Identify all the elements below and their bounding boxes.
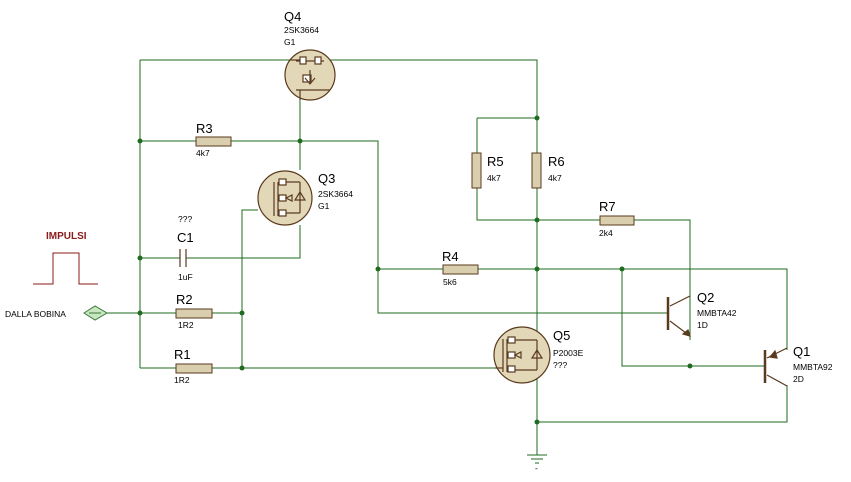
- wires: [107, 59, 788, 455]
- mosfet-q3: Q3 2SK3664 G1: [257, 170, 353, 226]
- junction-dot: [137, 310, 143, 316]
- r3-ref: R3: [196, 121, 213, 136]
- r4-ref: R4: [442, 249, 459, 264]
- r4-value: 5k6: [443, 277, 457, 287]
- resistor-r4: R4 5k6: [442, 249, 479, 287]
- r1-ref: R1: [174, 347, 191, 362]
- junctions: [137, 115, 693, 425]
- q5-part: P2003E: [553, 348, 584, 358]
- resistor-r3: R3 4k7: [195, 121, 232, 158]
- pulse-label: IMPULSI: [46, 231, 87, 242]
- q4-value: G1: [284, 37, 296, 47]
- capacitor-c1: ??? C1 1uF: [177, 214, 194, 282]
- r2-ref: R2: [176, 292, 193, 307]
- junction-dot: [297, 138, 303, 144]
- junction-dot: [239, 365, 245, 371]
- q1-collector: [766, 374, 788, 387]
- resistor-r5: R5 4k7: [471, 152, 504, 189]
- r1-body: [175, 363, 213, 374]
- pulse-waveform-icon: [33, 252, 98, 285]
- mosfet-q5: Q5 P2003E ???: [493, 326, 584, 384]
- resistor-r7: R7 2k4: [599, 199, 635, 238]
- q2-ref: Q2: [697, 290, 714, 305]
- q2-collector: [669, 295, 691, 307]
- q5-diode-icon: [530, 348, 544, 359]
- bjt-q2: Q2 MMBTA42 1D: [666, 290, 737, 337]
- c1-value: 1uF: [178, 272, 193, 282]
- r7-body: [599, 215, 635, 226]
- q5-pin: [507, 365, 516, 373]
- junction-dot: [534, 419, 540, 425]
- q4-pin: [299, 56, 307, 65]
- q3-arrow-icon: [284, 194, 293, 202]
- r3-value: 4k7: [196, 148, 210, 158]
- q3-lead: [286, 181, 301, 214]
- q3-value: G1: [318, 201, 330, 211]
- q3-part: 2SK3664: [318, 189, 353, 199]
- q1-arrow-icon: [768, 349, 778, 359]
- q3-diode-icon: [293, 190, 307, 201]
- q4-pin: [314, 56, 322, 65]
- q1-value: 2D: [793, 374, 804, 384]
- r6-body: [531, 152, 542, 189]
- junction-dot: [137, 255, 143, 261]
- q2-arrow-icon: [681, 328, 691, 337]
- junction-dot: [375, 266, 381, 272]
- q5-pin: [507, 336, 516, 344]
- bjt-q1: Q1 MMBTA92 2D: [763, 344, 833, 387]
- q3-pin: [278, 209, 287, 217]
- input-label: DALLA BOBINA: [5, 309, 66, 319]
- junction-dot: [534, 115, 540, 121]
- r5-body: [471, 152, 482, 189]
- junction-dot: [239, 310, 245, 316]
- r6-value: 4k7: [548, 173, 562, 183]
- mosfet-q4: Q4 2SK3664 G1: [284, 9, 336, 101]
- r1-value: 1R2: [174, 375, 190, 385]
- c1-ref: C1: [177, 230, 194, 245]
- resistor-r6: R6 4k7: [531, 152, 565, 189]
- q4-part: 2SK3664: [284, 25, 319, 35]
- q5-lead: [515, 339, 538, 371]
- resistor-r1: R1 1R2: [174, 347, 213, 385]
- r2-value: 1R2: [178, 320, 194, 330]
- r5-ref: R5: [487, 154, 504, 169]
- q2-value: 1D: [697, 320, 708, 330]
- r6-ref: R6: [548, 154, 565, 169]
- junction-dot: [534, 217, 540, 223]
- junction-dot: [687, 363, 693, 369]
- junction-dot: [137, 138, 143, 144]
- r5-value: 4k7: [487, 173, 501, 183]
- q5-value: ???: [553, 360, 567, 370]
- r4-body: [442, 264, 479, 275]
- input-terminal: DALLA BOBINA: [5, 305, 108, 321]
- resistor-r2: R2 1R2: [175, 292, 213, 330]
- q2-part: MMBTA42: [697, 308, 737, 318]
- ground-label: -: [535, 463, 538, 473]
- q4-diode-icon: [304, 70, 316, 85]
- pulse-annotation: IMPULSI: [33, 231, 98, 285]
- r7-value: 2k4: [599, 228, 613, 238]
- junction-dot: [619, 266, 625, 272]
- q1-part: MMBTA92: [793, 362, 833, 372]
- q3-pin: [278, 178, 287, 186]
- c1-note: ???: [178, 214, 192, 224]
- junction-dot: [534, 266, 540, 272]
- r7-ref: R7: [599, 199, 616, 214]
- ground-symbol: -: [527, 454, 547, 473]
- q5-arrow-icon: [513, 351, 522, 359]
- q3-ref: Q3: [318, 171, 335, 186]
- q4-ref: Q4: [284, 9, 301, 24]
- q4-pin: [302, 74, 312, 83]
- r2-body: [175, 308, 213, 319]
- q1-ref: Q1: [793, 344, 810, 359]
- q5-ref: Q5: [553, 328, 570, 343]
- r3-body: [195, 136, 232, 147]
